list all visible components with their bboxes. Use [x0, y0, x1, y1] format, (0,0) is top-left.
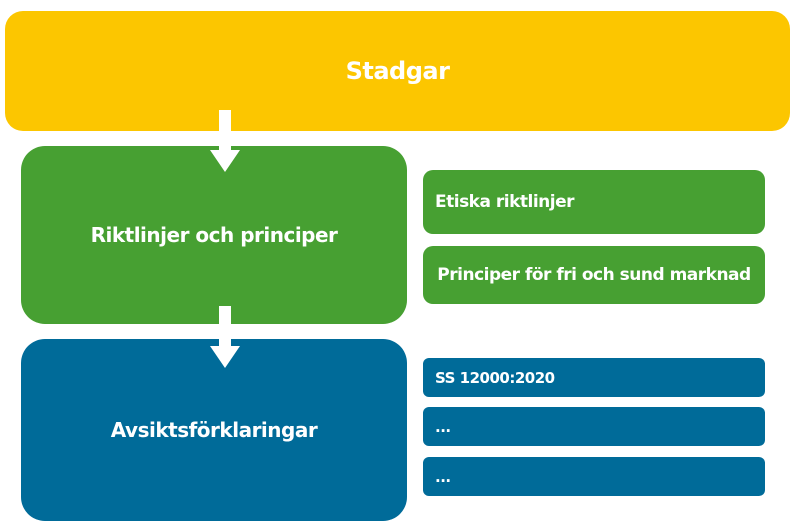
riktlinjer-box: Riktlinjer och principer: [21, 146, 407, 324]
etiska-riktlinjer-box: Etiska riktlinjer: [423, 170, 765, 234]
avsiktsforklaringar-label: Avsiktsförklaringar: [110, 418, 318, 442]
principer-label: Principer för fri och sund marknad: [437, 265, 751, 285]
principer-box: Principer för fri och sund marknad: [423, 246, 765, 304]
avsiktsforklaringar-box: Avsiktsförklaringar: [21, 339, 407, 521]
ss-12000-label: SS 12000:2020: [435, 368, 555, 387]
stadgar-label: Stadgar: [345, 57, 450, 85]
placeholder-box-1: ...: [423, 407, 765, 446]
placeholder-label-2: ...: [435, 467, 451, 486]
arrow-down-icon: [210, 110, 240, 172]
placeholder-label-1: ...: [435, 417, 451, 436]
arrow-down-icon: [210, 306, 240, 368]
stadgar-box: Stadgar: [5, 11, 790, 131]
ss-12000-box: SS 12000:2020: [423, 358, 765, 397]
placeholder-box-2: ...: [423, 457, 765, 496]
riktlinjer-label: Riktlinjer och principer: [90, 223, 338, 247]
etiska-riktlinjer-label: Etiska riktlinjer: [435, 192, 575, 212]
